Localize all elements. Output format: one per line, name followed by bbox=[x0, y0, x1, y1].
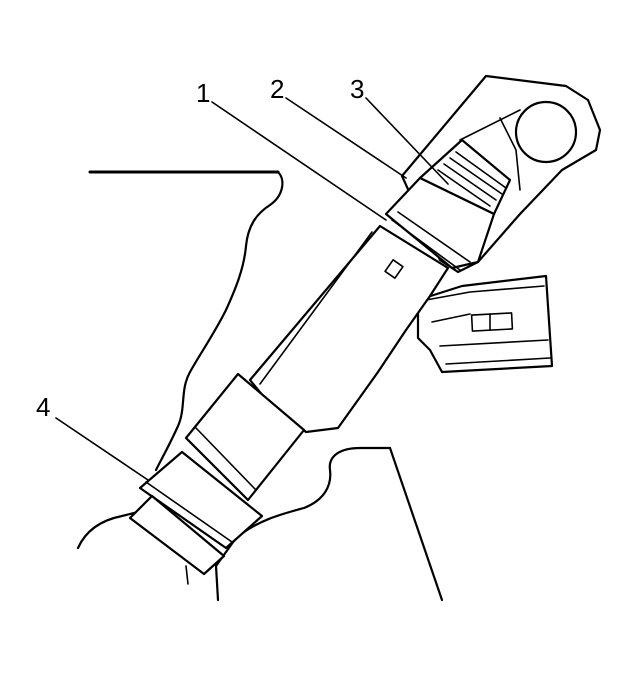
leader-line-3 bbox=[365, 97, 449, 185]
leader-line-2 bbox=[285, 97, 407, 179]
callout-3: 3 bbox=[350, 74, 364, 104]
injector-collar bbox=[384, 176, 496, 271]
leader-line-4 bbox=[55, 417, 149, 481]
lower-o-ring bbox=[139, 481, 233, 549]
manifold-outline bbox=[88, 170, 284, 472]
callout-2: 2 bbox=[270, 74, 284, 104]
cylinder-head-outline bbox=[76, 446, 444, 602]
leader-lines bbox=[55, 97, 449, 481]
callout-1: 1 bbox=[196, 78, 210, 108]
connector-bracket bbox=[416, 274, 554, 374]
callout-4: 4 bbox=[36, 392, 50, 422]
injector-lower-body bbox=[184, 372, 306, 502]
leader-line-1 bbox=[211, 101, 387, 221]
